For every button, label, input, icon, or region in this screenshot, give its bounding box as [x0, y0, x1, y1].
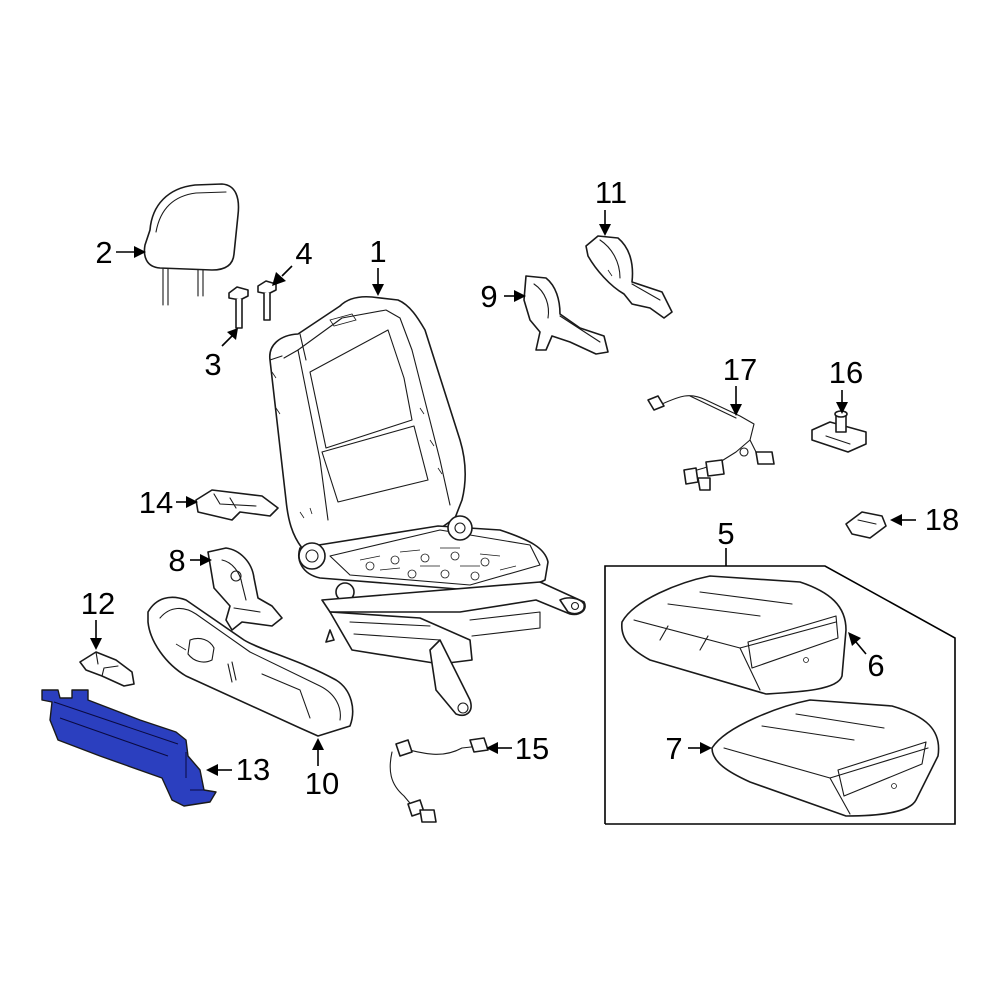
part-12-clip — [79, 651, 135, 687]
callout-15: 15 — [515, 731, 549, 766]
callout-7: 7 — [665, 731, 682, 766]
callout-11: 11 — [595, 175, 627, 210]
part-14-bracket — [195, 489, 279, 521]
part-15-harness — [389, 737, 489, 823]
part-4-headrest-guide — [257, 280, 277, 321]
part-1-seat-frame — [269, 295, 586, 716]
part-5-cushion-box — [604, 565, 956, 825]
callout-18: 18 — [925, 502, 959, 537]
callout-9: 9 — [480, 279, 497, 314]
highlight-fill-13 — [41, 689, 217, 807]
callout-4: 4 — [295, 236, 312, 271]
callout-6: 6 — [867, 648, 884, 683]
callout-16: 16 — [829, 355, 863, 390]
part-7-cushion-cover — [711, 699, 940, 817]
part-16-bracket — [811, 410, 867, 453]
callout-10: 10 — [305, 766, 339, 801]
leader-lines — [90, 210, 916, 776]
part-3-headrest-guide — [228, 286, 249, 329]
callout-5: 5 — [717, 516, 734, 551]
callout-13: 13 — [236, 752, 270, 787]
callout-3: 3 — [204, 347, 221, 382]
callout-labels: 1 2 3 4 5 6 7 8 9 10 11 12 13 14 15 16 1… — [81, 175, 959, 801]
part-11-cover — [585, 235, 673, 319]
part-9-trim — [523, 275, 609, 355]
callout-8: 8 — [168, 543, 185, 578]
callout-17: 17 — [723, 352, 757, 387]
callout-14: 14 — [139, 485, 173, 520]
part-8-cover — [207, 547, 283, 631]
callout-2: 2 — [95, 235, 112, 270]
callout-1: 1 — [369, 234, 386, 269]
callout-12: 12 — [81, 586, 115, 621]
part-2-headrest — [143, 183, 240, 306]
part-10-side-shield — [147, 596, 354, 737]
part-6-cushion-pad — [621, 575, 847, 695]
part-17-harness — [647, 395, 775, 491]
part-18-bracket — [845, 511, 887, 539]
part-13-highlighted-shield — [41, 689, 217, 807]
